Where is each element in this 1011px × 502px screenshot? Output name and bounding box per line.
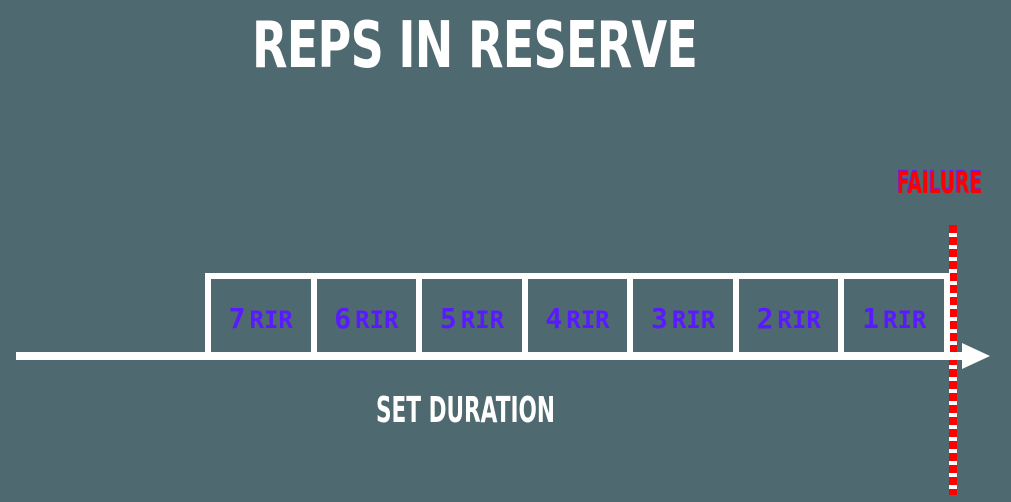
rir-unit: RIR [883,305,927,334]
rir-number: 7 [228,301,246,335]
failure-dashed-line [949,225,957,495]
rir-unit: RIR [355,305,399,334]
rir-number: 3 [650,301,668,335]
rir-unit: RIR [566,305,610,334]
rir-number: 5 [439,301,457,335]
x-axis-label: SET DURATION [376,390,555,431]
rir-number: 4 [545,301,563,335]
rir-unit: RIR [777,305,821,334]
rir-unit: RIR [671,305,716,334]
rir-number: 2 [756,301,774,335]
rir-unit: RIR [460,305,505,334]
failure-label: FAILURE [897,166,983,201]
rir-number: 1 [862,301,879,335]
rir-unit: RIR [249,305,293,334]
rir-number: 6 [334,301,352,335]
diagram-title: REPS IN RESERVE [252,9,698,83]
time-axis-line [16,352,971,360]
arrow-right-icon [962,343,990,369]
